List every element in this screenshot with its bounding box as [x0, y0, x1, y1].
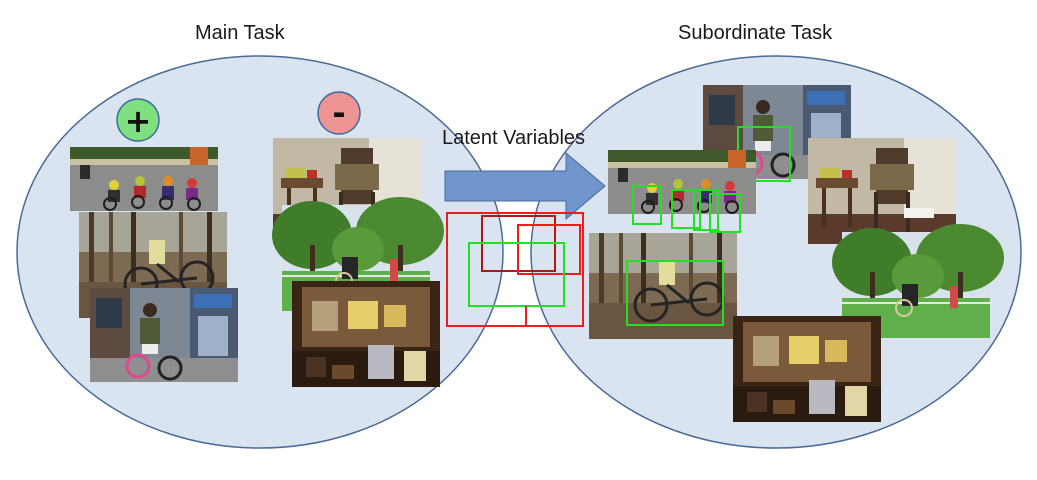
- transfer-arrow: [444, 151, 606, 221]
- latent-variable-boxes: [446, 212, 584, 327]
- negative-marker: -: [317, 91, 361, 135]
- subordinate-task-title: Subordinate Task: [678, 22, 833, 44]
- latent-variables-title: Latent Variables: [442, 127, 586, 149]
- photo-chair-room: [808, 138, 956, 244]
- photo-interior-room: [733, 316, 881, 422]
- photo-cycling-race: [69, 146, 219, 212]
- positive-symbol: +: [125, 102, 152, 140]
- photo-cycling-race: [607, 149, 757, 233]
- photo-interior-room: [292, 281, 440, 387]
- negative-symbol: -: [332, 94, 345, 132]
- photo-bike-on-street: [88, 286, 240, 384]
- main-task-title: Main Task: [195, 22, 285, 44]
- photo-bike-in-woods: [587, 231, 739, 341]
- positive-marker: +: [116, 98, 160, 142]
